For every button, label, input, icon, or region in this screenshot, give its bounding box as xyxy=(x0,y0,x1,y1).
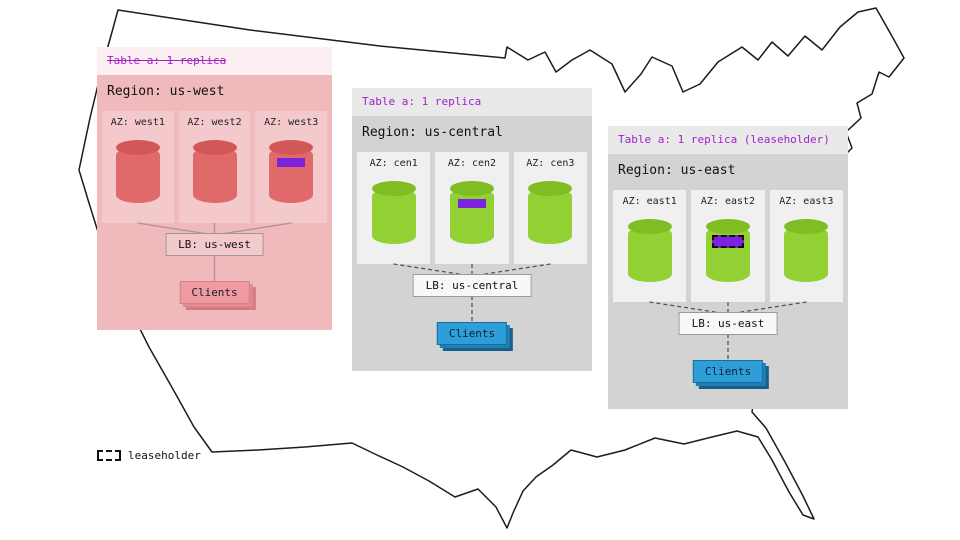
az-box-east1: AZ: east1 xyxy=(613,190,687,302)
clients-box: Clients xyxy=(179,281,250,304)
replica-range-marker xyxy=(457,199,486,208)
legend: leaseholder xyxy=(97,449,201,462)
replica-range-marker xyxy=(277,158,306,167)
az-label: AZ: east2 xyxy=(700,196,756,207)
region-panel-us-central: Table a: 1 replica Region: us-central AZ… xyxy=(352,88,592,371)
az-label: AZ: west2 xyxy=(187,117,242,128)
region-panel-us-east: Table a: 1 replica (leaseholder) Region:… xyxy=(608,126,848,409)
az-label: AZ: cen2 xyxy=(447,158,497,169)
az-box-cen1: AZ: cen1 xyxy=(357,152,431,264)
region-body: Region: us-west AZ: west1 AZ: west2 AZ: … xyxy=(97,75,332,330)
leaseholder-range-marker xyxy=(711,235,744,248)
az-label: AZ: cen1 xyxy=(369,158,418,169)
load-balancer-box: LB: us-east xyxy=(678,312,778,335)
az-box-west1: AZ: west1 xyxy=(102,111,174,223)
az-row: AZ: cen1 AZ: cen2 AZ: cen3 xyxy=(357,152,587,264)
az-row: AZ: east1 AZ: east2 AZ: east3 xyxy=(613,190,843,302)
az-box-west3: AZ: west3 xyxy=(255,111,328,223)
az-row: AZ: west1 AZ: west2 AZ: west3 xyxy=(102,111,328,223)
database-cylinder-icon xyxy=(269,140,314,204)
az-box-east2: AZ: east2 xyxy=(691,190,765,302)
region-title: Region: us-east xyxy=(618,163,736,178)
table-replica-label: Table a: 1 replica xyxy=(352,88,592,116)
database-cylinder-icon xyxy=(705,219,750,283)
table-replica-label: Table a: 1 replica xyxy=(97,47,332,75)
database-cylinder-icon xyxy=(371,181,416,245)
region-body: Region: us-east AZ: east1 AZ: east2 xyxy=(608,154,848,409)
az-box-east3: AZ: east3 xyxy=(769,190,843,302)
az-label: AZ: west3 xyxy=(264,117,319,128)
az-box-cen3: AZ: cen3 xyxy=(513,152,587,264)
database-cylinder-icon xyxy=(115,140,160,204)
database-cylinder-icon xyxy=(784,219,829,283)
region-panel-us-west: Table a: 1 replica Region: us-west AZ: w… xyxy=(97,47,332,330)
table-replica-label: Table a: 1 replica (leaseholder) xyxy=(608,126,848,154)
clients-box: Clients xyxy=(692,360,764,383)
load-balancer-box: LB: us-central xyxy=(412,274,532,297)
region-title: Region: us-central xyxy=(362,125,503,140)
az-box-cen2: AZ: cen2 xyxy=(435,152,509,264)
database-cylinder-icon xyxy=(528,181,573,245)
legend-label: leaseholder xyxy=(128,449,201,462)
clients-box: Clients xyxy=(436,322,508,345)
database-cylinder-icon xyxy=(192,140,237,204)
az-label: AZ: east1 xyxy=(622,196,677,207)
az-label: AZ: cen3 xyxy=(526,158,575,169)
database-cylinder-icon xyxy=(627,219,672,283)
database-cylinder-icon xyxy=(449,181,494,245)
az-box-west2: AZ: west2 xyxy=(178,111,251,223)
region-body: Region: us-central AZ: cen1 AZ: cen2 xyxy=(352,116,592,371)
az-label: AZ: east3 xyxy=(779,196,834,207)
load-balancer-box: LB: us-west xyxy=(165,233,264,256)
region-title: Region: us-west xyxy=(107,84,225,99)
leaseholder-swatch-icon xyxy=(97,450,121,461)
az-label: AZ: west1 xyxy=(110,117,165,128)
